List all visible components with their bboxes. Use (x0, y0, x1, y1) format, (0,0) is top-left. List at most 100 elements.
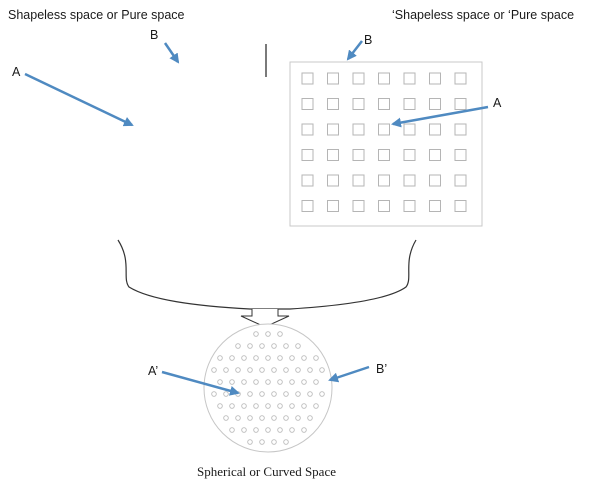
sphere-dot (235, 343, 241, 349)
left-title: Shapeless space or Pure space (8, 8, 185, 22)
grid-cell (454, 149, 467, 161)
grid-cell (301, 72, 314, 85)
sphere-dot (271, 439, 277, 445)
grid-cell (454, 174, 467, 187)
sphere-dot (223, 391, 229, 397)
grid-cell (352, 149, 365, 161)
grid-cell (378, 72, 390, 85)
sphere-dot (307, 391, 313, 397)
sphere-dot (307, 415, 313, 421)
left-arrow-b (163, 42, 180, 64)
sphere-dot (253, 331, 259, 337)
grid-cell (378, 174, 390, 187)
sphere-dot (259, 391, 265, 397)
sphere-dot (295, 415, 301, 421)
sphere-arrow-a-prime (161, 370, 240, 396)
grid-cell (352, 123, 365, 136)
grid-cell (327, 123, 339, 136)
sphere-dot (289, 427, 295, 433)
sphere-dot (271, 343, 277, 349)
grid-border (289, 61, 483, 227)
grid-cell (352, 72, 365, 85)
sphere-dot (223, 367, 229, 373)
sphere-dot (253, 379, 259, 385)
sphere-dot (313, 379, 319, 385)
sphere-dot (289, 355, 295, 361)
sphere-label-a-prime: A’ (148, 364, 158, 378)
grid-cell (301, 149, 314, 161)
grid-cell (352, 174, 365, 187)
sphere-dot (265, 355, 271, 361)
sphere-dot (217, 379, 223, 385)
grid-cell (378, 149, 390, 161)
grid-cell (454, 200, 467, 212)
right-arrow-b (346, 40, 363, 61)
sphere-dot (301, 355, 307, 361)
sphere-dot (295, 343, 301, 349)
sphere-dot (271, 391, 277, 397)
sphere-dot (289, 403, 295, 409)
grid-cell (429, 200, 441, 212)
sphere-dot (259, 439, 265, 445)
sphere-dot (301, 403, 307, 409)
sphere-dot (259, 343, 265, 349)
sphere-dot (271, 367, 277, 373)
sphere-arrow-b-prime (328, 365, 370, 383)
sphere-dot (253, 355, 259, 361)
sphere-dot (283, 343, 289, 349)
grid-cell (301, 174, 314, 187)
curved-space-sphere (203, 323, 333, 453)
grid-cell (454, 72, 467, 85)
sphere-dot (223, 415, 229, 421)
sphere-dot (235, 415, 241, 421)
grid-cell (429, 149, 441, 161)
grid-cell (403, 174, 416, 187)
sphere-dot (265, 331, 271, 337)
sphere-dot (313, 403, 319, 409)
grid-cell (429, 123, 441, 136)
sphere-dot (247, 367, 253, 373)
sphere-dot (247, 343, 253, 349)
sphere-dot (319, 391, 325, 397)
grid-cell (301, 123, 314, 136)
grid-cell (378, 98, 390, 110)
sphere-dot (265, 379, 271, 385)
grid-cell (403, 149, 416, 161)
sphere-dot (301, 427, 307, 433)
sphere-dot (253, 427, 259, 433)
sphere-dot (295, 367, 301, 373)
left-label-b: B (150, 28, 158, 42)
sphere-dot (283, 439, 289, 445)
grid-cell (352, 200, 365, 212)
sphere-dot (247, 439, 253, 445)
sphere-dot (235, 367, 241, 373)
grid-cell (327, 174, 339, 187)
grid-cell (378, 200, 390, 212)
sphere-dot (241, 403, 247, 409)
grid-cell (352, 98, 365, 110)
sphere-dot (283, 391, 289, 397)
sphere-dot (241, 355, 247, 361)
grid-cell (403, 98, 416, 110)
sphere-dot (265, 403, 271, 409)
sphere-dot (211, 391, 217, 397)
grid-cell (301, 200, 314, 212)
sphere-dot (259, 415, 265, 421)
pure-space-grid (289, 61, 483, 227)
merge-bowl-curve (117, 239, 417, 310)
sphere-dot (307, 367, 313, 373)
grid-cell (327, 72, 339, 85)
sphere-dot (283, 415, 289, 421)
sphere-dot (259, 367, 265, 373)
sphere-dot (301, 379, 307, 385)
sphere-dot (277, 355, 283, 361)
grid-cell (327, 98, 339, 110)
right-arrow-a (391, 105, 489, 128)
grid-cell (403, 123, 416, 136)
sphere-dot (277, 331, 283, 337)
grid-cell (454, 98, 467, 110)
grid-cell (327, 149, 339, 161)
sphere-dot (319, 367, 325, 373)
